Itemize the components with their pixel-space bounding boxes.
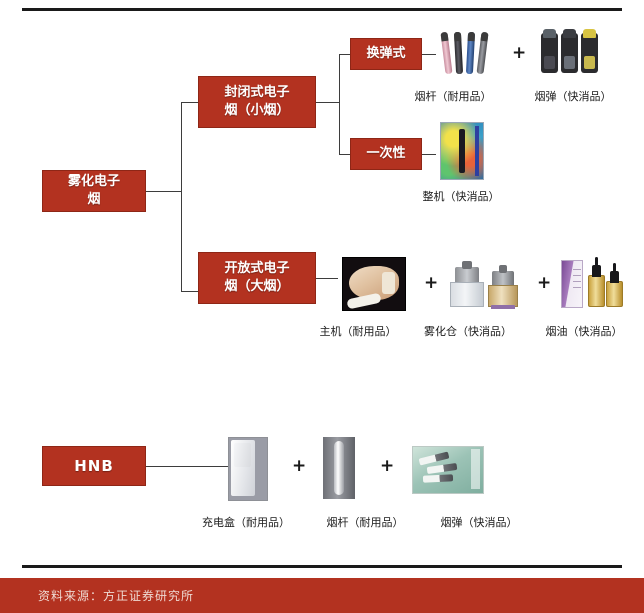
connector-closed-to-pod [339,54,350,55]
vape-stick-gray [476,31,489,75]
product-charging-case [228,437,268,501]
product-mod-host [342,257,406,311]
plus-operator-pod-1: + [512,43,527,63]
source-label: 资料来源：方正证券研究所 [38,589,195,603]
node-open-system-label: 开放式电子 烟（大烟） [224,260,289,295]
vape-stick-black [453,31,464,75]
connector-trunk-vertical [181,102,182,292]
e-liquid-bottle-1 [588,257,605,307]
node-closed-system-label: 封闭式电子 烟（小烟） [224,84,289,119]
caption-vape-stick: 烟杆（耐用品） [414,90,492,103]
caption-holder: 烟杆（耐用品） [326,516,404,529]
plus-operator-hnb-1: + [292,456,307,476]
plus-operator-hnb-2: + [380,456,395,476]
heat-stick-1 [418,451,450,466]
disposable-box-side-band [475,126,479,176]
node-closed-system[interactable]: 封闭式电子 烟（小烟） [198,76,316,128]
node-pod-replaceable[interactable]: 换弹式 [350,38,422,70]
connector-closed-out [316,102,340,103]
vape-stick-blue [465,31,476,75]
node-open-system-line1: 开放式电子 [224,261,290,277]
node-open-system[interactable]: 开放式电子 烟（大烟） [198,252,316,304]
connector-open-to-products [316,278,338,279]
node-closed-system-line1: 封闭式电子 [224,85,290,101]
plus-operator-open-2: + [537,273,552,293]
product-atomizer-tanks [448,257,522,309]
connector-hnb-to-products [146,466,228,467]
product-vape-sticks [440,28,496,76]
caption-disposable-unit: 整机（快消品） [422,190,500,203]
node-pod-replaceable-label: 换弹式 [366,46,406,62]
plus-operator-open-1: + [424,273,439,293]
heat-stick-2 [426,462,458,475]
atomizer-tank-1 [450,261,484,307]
heat-sticks-image [412,446,484,494]
node-closed-system-line2: 烟（小烟） [224,103,290,118]
node-atomized-ecig-label: 雾化电子 烟 [68,173,120,208]
node-atomized-ecig-line2: 烟 [87,192,101,207]
product-heat-sticks [412,446,484,494]
connector-root-out [146,191,182,192]
node-atomized-ecig[interactable]: 雾化电子 烟 [42,170,146,212]
caption-vape-pod: 烟弹（快消品） [534,90,612,103]
node-hnb[interactable]: HNB [42,446,146,486]
atomizer-tanks-image [448,257,522,309]
holder-stick-body [334,441,344,495]
e-liquid-bottles-image [560,256,626,310]
connector-trunk-to-open [181,291,198,292]
connector-trunk-to-closed [181,102,198,103]
node-open-system-line2: 烟（大烟） [224,279,290,294]
vape-stick-pink [440,31,453,75]
holder-stick-image [323,437,355,499]
e-liquid-carton [561,260,583,308]
caption-heat-sticks: 烟弹（快消品） [440,516,518,529]
vape-pod-2 [561,29,578,73]
bottom-divider-rule [22,565,622,568]
heat-sticks-pack-edge [471,449,480,489]
caption-eliquid: 烟油（快消品） [545,325,623,338]
product-holder-stick [323,437,355,499]
disposable-device-box-image [440,122,484,180]
vape-pods-image [538,28,602,76]
caption-atomizer: 雾化仓（快消品） [424,325,512,338]
caption-mod-host: 主机（耐用品） [319,325,397,338]
source-bar: 资料来源：方正证券研究所 [0,578,644,613]
disposable-device-body [459,129,465,173]
charging-case-lid [234,443,251,467]
product-eliquid [560,256,626,310]
product-vape-pods [538,28,602,76]
caption-charging-case: 充电盒（耐用品） [202,516,290,529]
mod-host-cuff [346,292,382,310]
vape-pod-1 [541,29,558,73]
atomizer-tank-2 [488,265,518,309]
charging-case-image [228,437,268,501]
vape-sticks-image [440,28,496,76]
node-atomized-ecig-line1: 雾化电子 [67,174,120,190]
connector-disposable-to-products [422,154,436,155]
connector-pod-to-products [422,54,436,55]
heat-stick-3 [422,474,454,483]
node-disposable[interactable]: 一次性 [350,138,422,170]
node-disposable-label: 一次性 [366,146,406,162]
node-hnb-label: HNB [74,456,114,475]
e-liquid-bottle-2 [606,263,623,307]
vape-pod-3 [581,29,598,73]
mod-host-device [382,272,395,294]
top-divider-rule [22,8,622,11]
product-disposable-box [440,122,484,180]
mod-host-photo-image [342,257,406,311]
connector-closed-branch-vertical [339,54,340,155]
connector-closed-to-disposable [339,154,350,155]
